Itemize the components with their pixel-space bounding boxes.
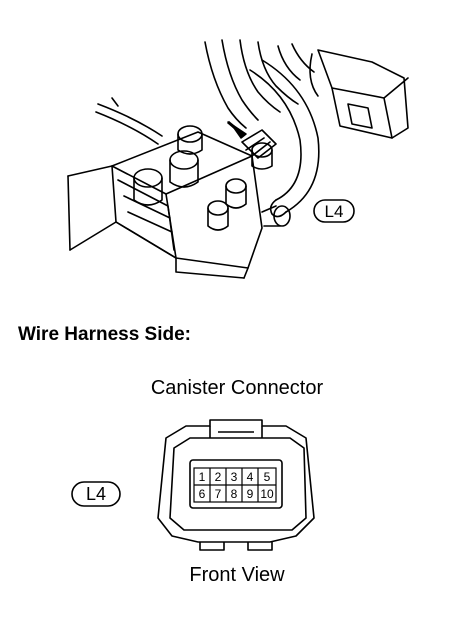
pin-grid: [193, 467, 277, 503]
callout-l4-connector: L4: [71, 481, 121, 507]
connector-diagram: 1 2 3 4 5 6 7 8 9 10 L4: [71, 419, 315, 551]
engine-illustration: L4: [67, 39, 409, 279]
pin-1: 1: [199, 470, 206, 484]
view-caption: Front View: [189, 564, 285, 586]
pin-5: 5: [264, 470, 271, 484]
pin-3: 3: [231, 470, 238, 484]
callout-l4-top: L4: [313, 199, 355, 223]
svg-text:L4: L4: [86, 484, 106, 504]
pin-2: 2: [215, 470, 222, 484]
pin-9: 9: [247, 487, 254, 501]
pin-10: 10: [260, 487, 274, 501]
pin-4: 4: [247, 470, 254, 484]
connector-title: Canister Connector: [150, 377, 324, 399]
pin-8: 8: [231, 487, 238, 501]
pin-7: 7: [215, 487, 222, 501]
section-heading: Wire Harness Side:: [18, 324, 192, 345]
pin-6: 6: [199, 487, 206, 501]
svg-text:L4: L4: [325, 202, 344, 221]
